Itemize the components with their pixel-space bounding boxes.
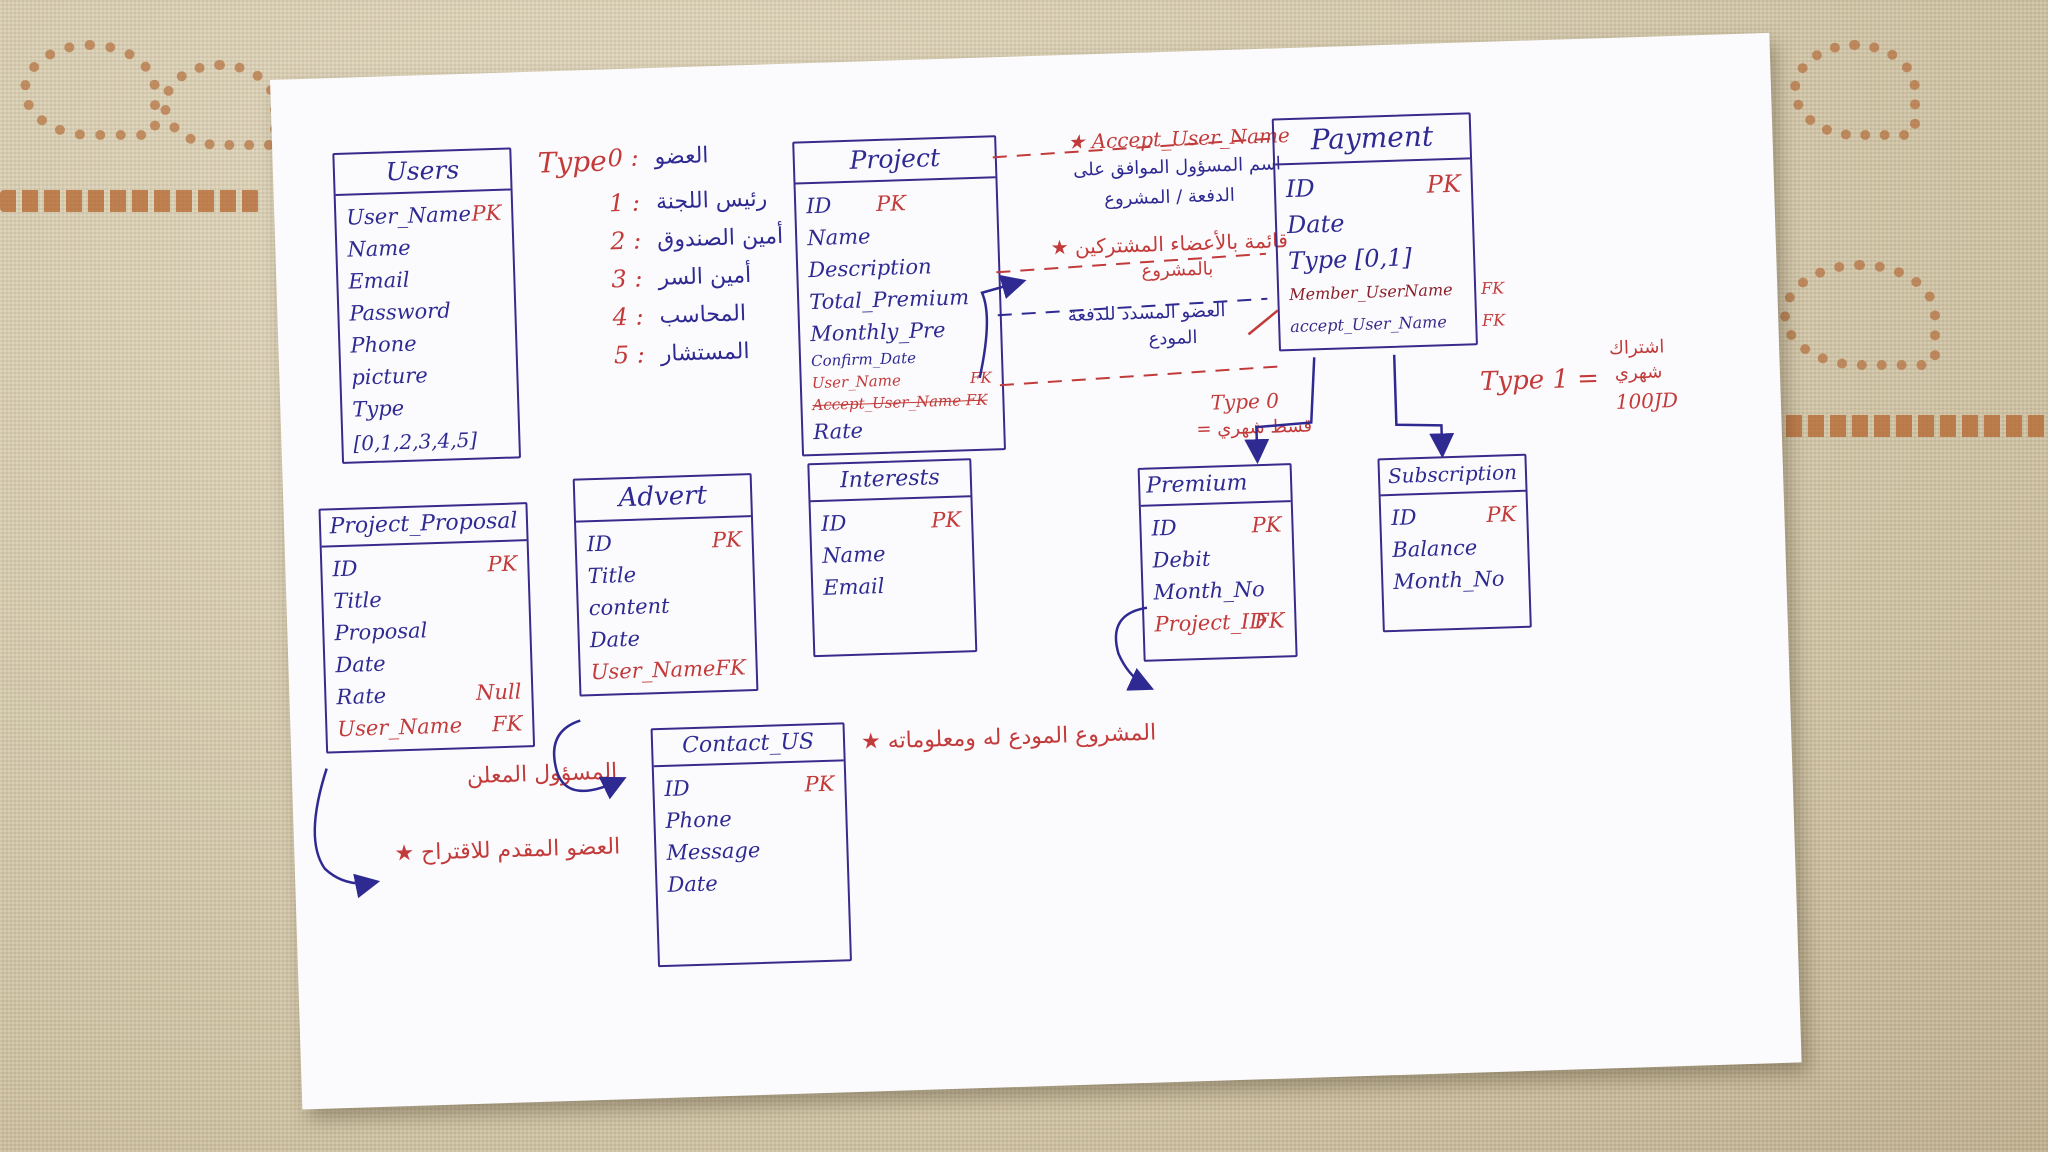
embroidery-motif [1780, 260, 1940, 370]
dashed-connector [997, 297, 1268, 317]
dashed-connector [999, 365, 1280, 387]
arrow-payer [1247, 309, 1279, 336]
arrow-proposal-owner [313, 768, 381, 899]
arrow-to-subscription [1392, 354, 1455, 459]
embroidery-band [0, 190, 260, 212]
arrow-to-premium [1244, 357, 1316, 465]
relationship-lines [313, 137, 1455, 899]
arrow-premium-project [1114, 606, 1155, 691]
arrow-premium-members [978, 274, 1027, 379]
dashed-connector [996, 252, 1267, 274]
arrow-advert-owner [552, 719, 627, 800]
embroidery-motif [160, 60, 280, 150]
embroidery-band [1720, 415, 2048, 437]
embroidery-motif [1790, 40, 1920, 140]
embroidery-motif [20, 40, 160, 140]
dashed-connector [992, 137, 1273, 159]
